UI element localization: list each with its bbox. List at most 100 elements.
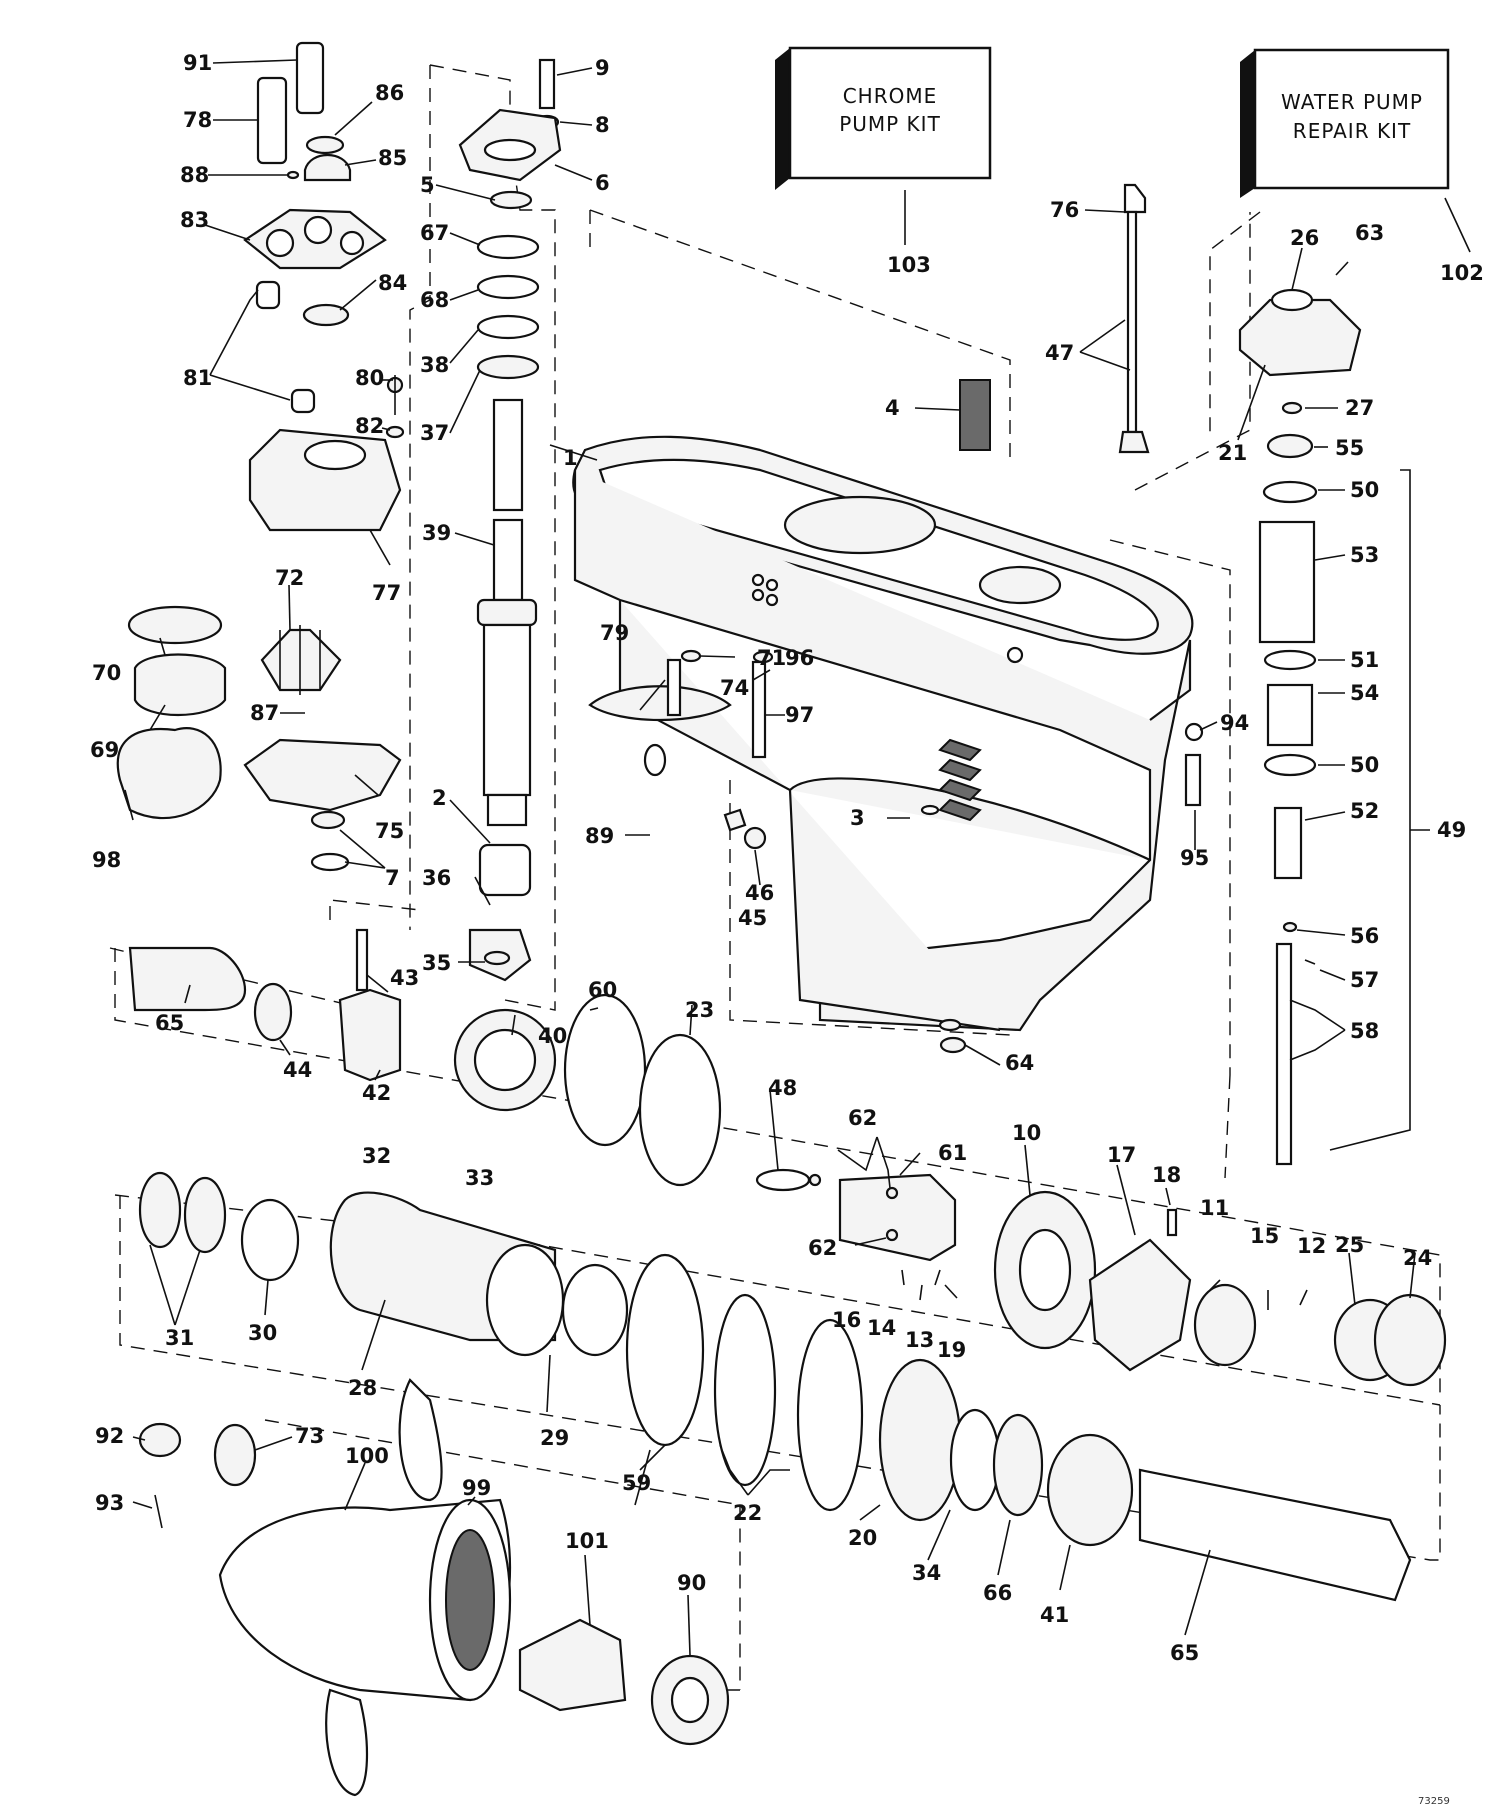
label-82: 82 bbox=[355, 414, 384, 438]
label-34: 34 bbox=[912, 1561, 941, 1585]
label-1: 1 bbox=[563, 446, 578, 470]
label-101: 101 bbox=[565, 1529, 609, 1553]
label-51: 51 bbox=[1350, 648, 1379, 672]
label-70: 70 bbox=[92, 661, 121, 685]
propeller[interactable] bbox=[218, 1378, 730, 1797]
label-96: 96 bbox=[785, 646, 814, 670]
label-98: 98 bbox=[92, 848, 121, 872]
label-54: 54 bbox=[1350, 681, 1379, 705]
label-9: 9 bbox=[595, 56, 610, 80]
label-16: 16 bbox=[832, 1308, 861, 1332]
label-49: 49 bbox=[1437, 818, 1466, 842]
chrome-pump-kit-line1: CHROME bbox=[843, 84, 938, 108]
label-93: 93 bbox=[95, 1491, 124, 1515]
label-95: 95 bbox=[1180, 846, 1209, 870]
shift-rod-assembly[interactable] bbox=[959, 183, 1362, 1166]
label-19: 19 bbox=[937, 1338, 966, 1362]
impeller-and-plates[interactable] bbox=[116, 605, 402, 872]
label-4: 4 bbox=[885, 396, 900, 420]
label-76: 76 bbox=[1050, 198, 1079, 222]
label-21: 21 bbox=[1218, 441, 1247, 465]
label-87: 87 bbox=[250, 701, 279, 725]
label-23: 23 bbox=[685, 998, 714, 1022]
label-5: 5 bbox=[420, 173, 435, 197]
label-11: 11 bbox=[1200, 1196, 1229, 1220]
label-2: 2 bbox=[432, 786, 447, 810]
label-57: 57 bbox=[1350, 968, 1379, 992]
label-56: 56 bbox=[1350, 924, 1379, 948]
label-36: 36 bbox=[422, 866, 451, 890]
label-46: 46 bbox=[745, 881, 774, 905]
label-24: 24 bbox=[1403, 1246, 1432, 1270]
label-7: 7 bbox=[385, 866, 400, 890]
label-73: 73 bbox=[295, 1424, 324, 1448]
gearcase-housing[interactable] bbox=[572, 435, 1194, 1032]
label-80: 80 bbox=[355, 366, 384, 390]
label-31: 31 bbox=[165, 1326, 194, 1350]
shift-and-gear-parts[interactable] bbox=[128, 649, 1447, 1387]
label-92: 92 bbox=[95, 1424, 124, 1448]
label-97: 97 bbox=[785, 703, 814, 727]
label-65-lower: 65 bbox=[1170, 1641, 1199, 1665]
water-pump-repair-kit-box[interactable]: WATER PUMP REPAIR KIT bbox=[1240, 48, 1471, 253]
water-pump-kit-line2: REPAIR KIT bbox=[1293, 119, 1411, 143]
chrome-pump-kit-box[interactable]: CHROME PUMP KIT bbox=[775, 46, 992, 245]
label-43: 43 bbox=[390, 966, 419, 990]
drive-shaft-assembly[interactable] bbox=[458, 58, 562, 982]
label-45: 45 bbox=[738, 906, 767, 930]
label-88: 88 bbox=[180, 163, 209, 187]
label-77: 77 bbox=[372, 581, 401, 605]
label-62-upper: 62 bbox=[848, 1106, 877, 1130]
label-47: 47 bbox=[1045, 341, 1074, 365]
label-22: 22 bbox=[733, 1501, 762, 1525]
label-12: 12 bbox=[1297, 1234, 1326, 1258]
label-74: 74 bbox=[720, 676, 749, 700]
label-62-lower: 62 bbox=[808, 1236, 837, 1260]
water-pump-kit-line1: WATER PUMP bbox=[1281, 90, 1423, 114]
label-17: 17 bbox=[1107, 1143, 1136, 1167]
label-20: 20 bbox=[848, 1526, 877, 1550]
label-50-upper: 50 bbox=[1350, 478, 1379, 502]
part-number-labels: 91 78 86 88 85 83 84 81 80 82 77 72 70 6… bbox=[90, 51, 1484, 1807]
label-28: 28 bbox=[348, 1376, 377, 1400]
label-52: 52 bbox=[1350, 799, 1379, 823]
label-30: 30 bbox=[248, 1321, 277, 1345]
label-102: 102 bbox=[1440, 261, 1484, 285]
label-64: 64 bbox=[1005, 1051, 1034, 1075]
water-pump-components[interactable] bbox=[243, 41, 405, 532]
label-13: 13 bbox=[905, 1328, 934, 1352]
label-75: 75 bbox=[375, 819, 404, 843]
label-39: 39 bbox=[422, 521, 451, 545]
label-59: 59 bbox=[622, 1471, 651, 1495]
label-71: 71 bbox=[757, 646, 786, 670]
label-78: 78 bbox=[183, 108, 212, 132]
label-69: 69 bbox=[90, 738, 119, 762]
label-10: 10 bbox=[1012, 1121, 1041, 1145]
label-58: 58 bbox=[1350, 1019, 1379, 1043]
leader-lines bbox=[124, 59, 1430, 1656]
label-41: 41 bbox=[1040, 1603, 1069, 1627]
propeller-shaft-parts[interactable] bbox=[138, 1171, 1412, 1602]
label-26: 26 bbox=[1290, 226, 1319, 250]
label-25: 25 bbox=[1335, 1233, 1364, 1257]
label-37: 37 bbox=[420, 421, 449, 445]
label-33: 33 bbox=[465, 1166, 494, 1190]
label-53: 53 bbox=[1350, 543, 1379, 567]
label-99: 99 bbox=[462, 1476, 491, 1500]
label-68: 68 bbox=[420, 288, 449, 312]
label-15: 15 bbox=[1250, 1224, 1279, 1248]
label-8: 8 bbox=[595, 113, 610, 137]
label-44: 44 bbox=[283, 1058, 312, 1082]
label-85: 85 bbox=[378, 146, 407, 170]
label-91: 91 bbox=[183, 51, 212, 75]
label-60: 60 bbox=[588, 978, 617, 1002]
label-35: 35 bbox=[422, 951, 451, 975]
label-27: 27 bbox=[1345, 396, 1374, 420]
label-50-lower: 50 bbox=[1350, 753, 1379, 777]
label-42: 42 bbox=[362, 1081, 391, 1105]
label-38: 38 bbox=[420, 353, 449, 377]
label-61: 61 bbox=[938, 1141, 967, 1165]
label-100: 100 bbox=[345, 1444, 389, 1468]
